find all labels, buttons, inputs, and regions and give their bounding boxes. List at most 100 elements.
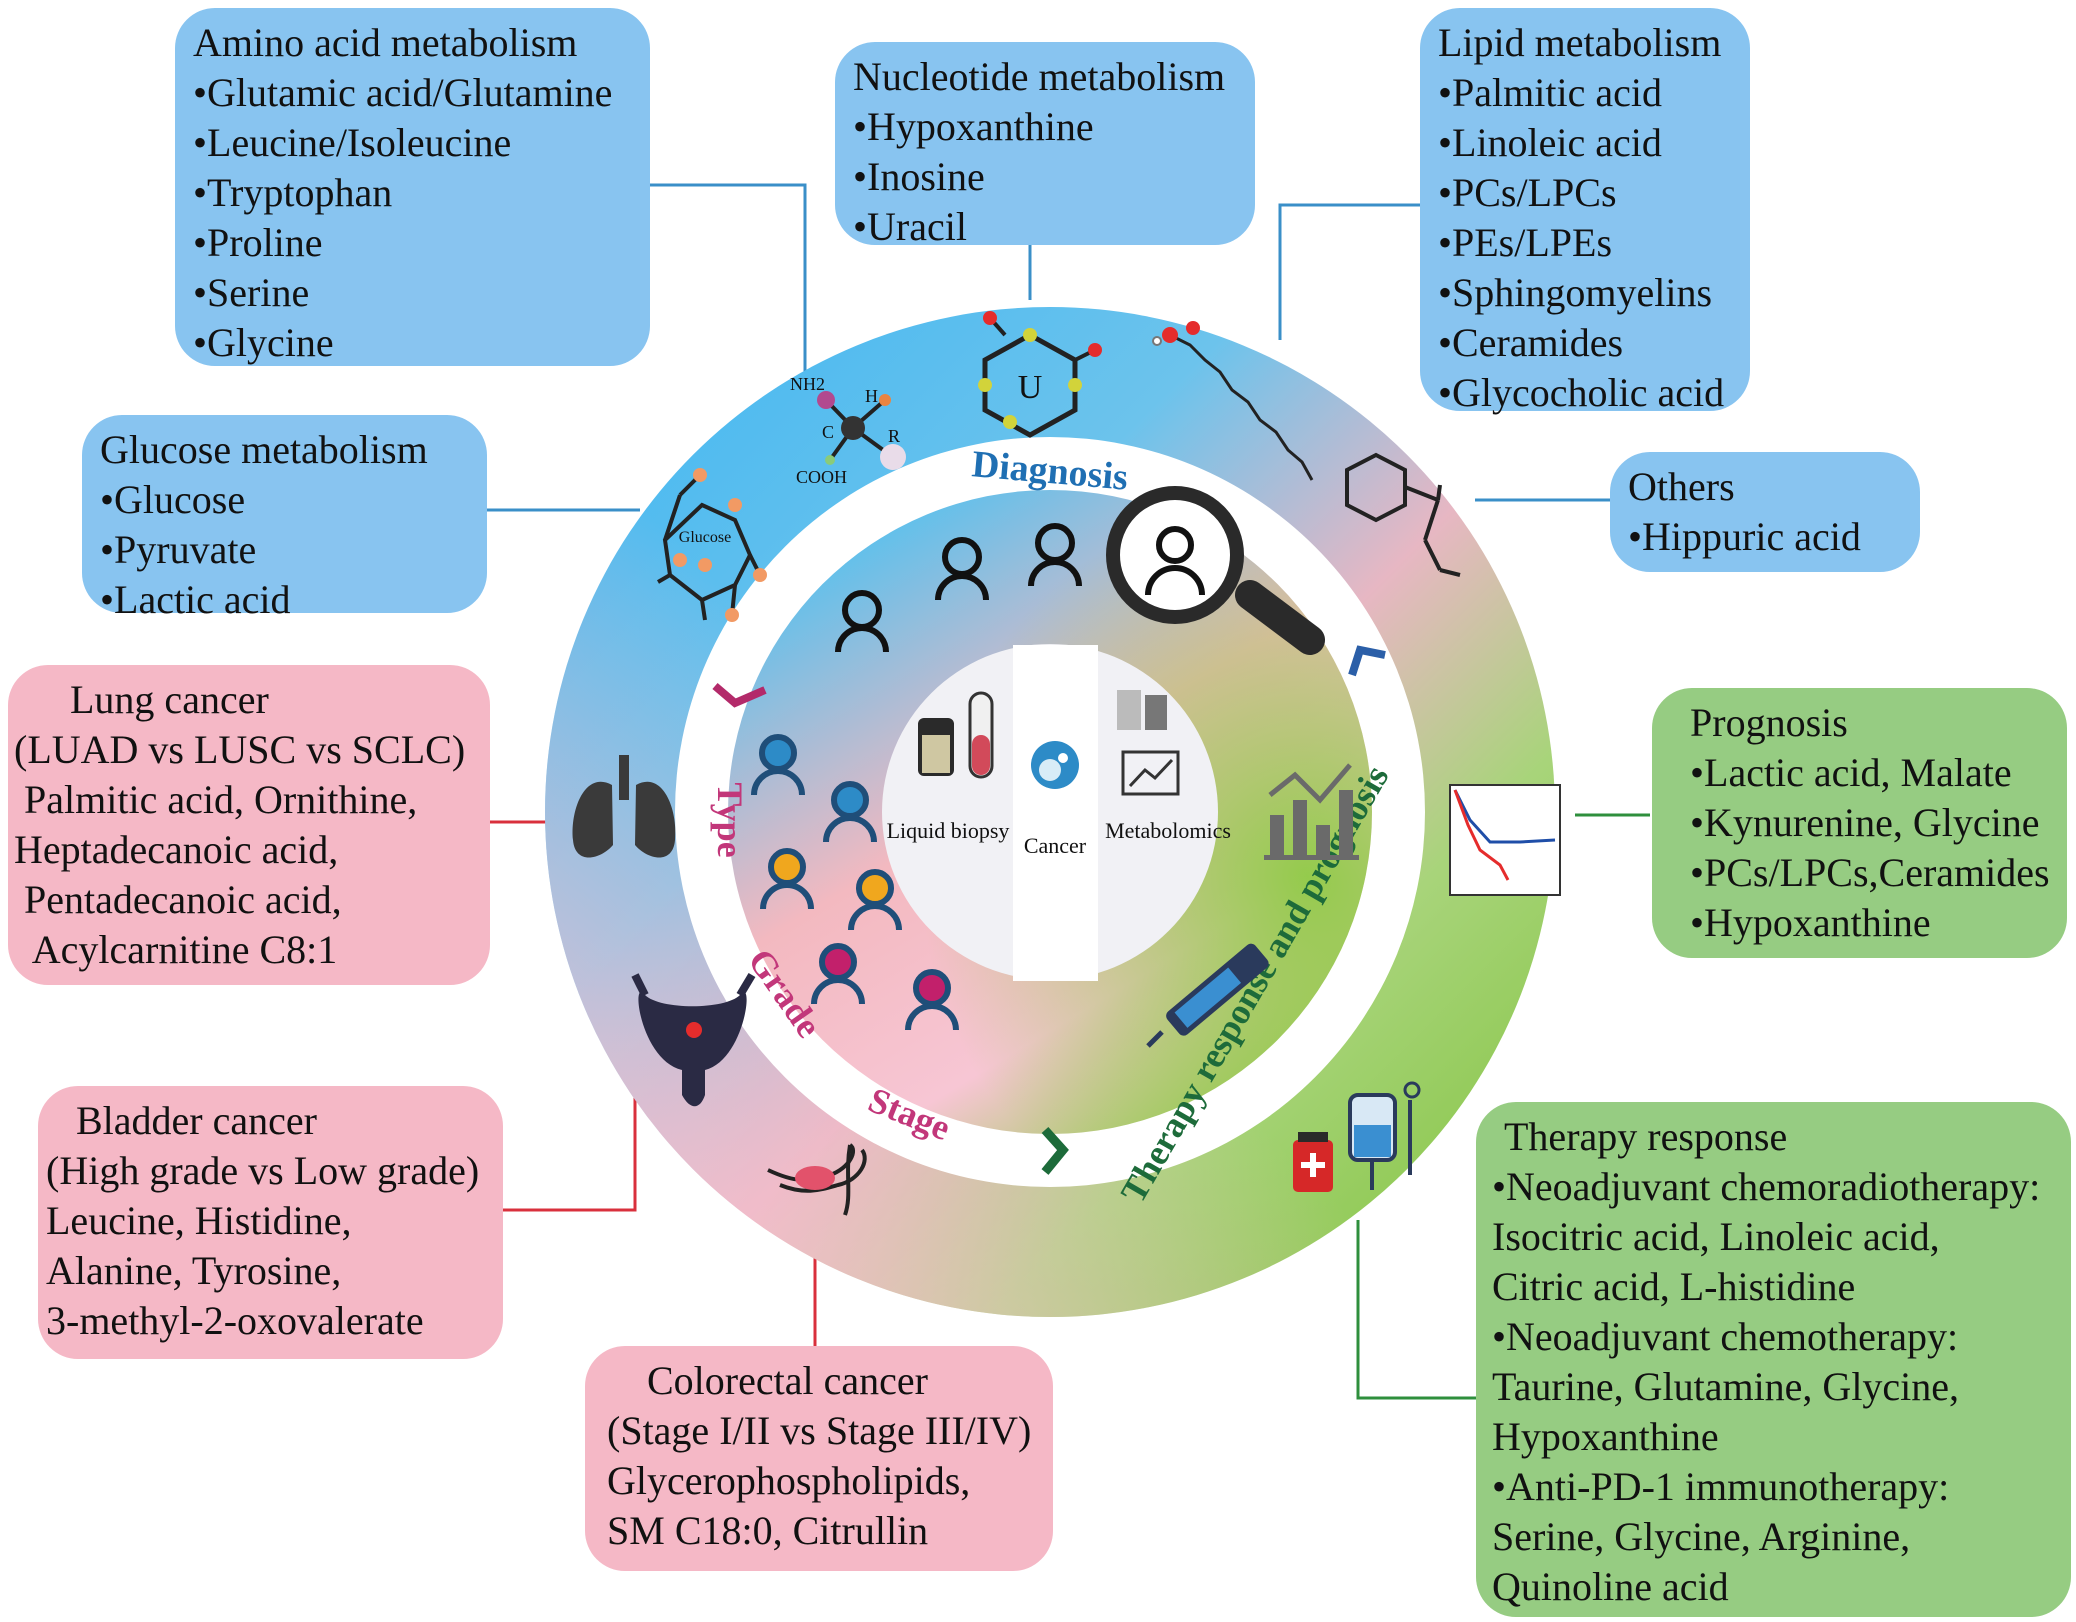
uracil-icon: U: [978, 311, 1102, 438]
svg-text:COOH: COOH: [796, 467, 847, 487]
list-item: •Tryptophan: [193, 170, 393, 215]
person-icon: [760, 848, 814, 910]
connector-lines: [485, 183, 1650, 1400]
list-item: 3-methyl-2-oxovalerate: [46, 1298, 424, 1343]
svg-text:Glucose: Glucose: [679, 529, 731, 546]
metabolomics-label: Metabolomics: [1105, 818, 1231, 843]
center-divider: [1013, 645, 1098, 981]
amino-acid-metabolism-box: Amino acid metabolism •Glutamic acid/Glu…: [175, 8, 650, 366]
list-item: •Inosine: [853, 154, 985, 199]
list-item: •Glucose: [100, 477, 246, 522]
lipid-metabolism-box: Lipid metabolism •Palmitic acid •Linolei…: [1420, 8, 1750, 415]
list-item: Alanine, Tyrosine,: [46, 1248, 342, 1293]
list-item: •Serine: [193, 270, 310, 315]
list-item: Pentadecanoic acid,: [14, 877, 342, 922]
person-icon: [848, 869, 902, 931]
list-item: •Glycocholic acid: [1438, 370, 1725, 415]
colorectal-cancer-box: Colorectal cancer (Stage I/II vs Stage I…: [585, 1346, 1053, 1571]
box-title: Others: [1628, 464, 1735, 509]
colon-icon: [767, 1143, 867, 1216]
person-icon: [935, 537, 989, 601]
sample-tube-icon: [918, 691, 994, 779]
list-item: •Lactic acid, Malate: [1690, 750, 2012, 795]
list-item: •Palmitic acid: [1438, 70, 1662, 115]
list-item: •Lactic acid: [100, 577, 291, 622]
fatty-acid-icon: [1152, 321, 1314, 481]
bar-chart-icon: [1264, 763, 1359, 860]
box-title: Therapy response: [1504, 1114, 1788, 1159]
list-item: Glycerophospholipids,: [607, 1458, 971, 1503]
device-icon: [1117, 690, 1167, 730]
chevron-stage-icon: [1041, 1126, 1069, 1175]
list-item: Palmitic acid, Ornithine,: [14, 777, 418, 822]
list-item: •Glycine: [193, 320, 334, 365]
lung-icon: [572, 755, 676, 858]
list-item: •Anti-PD-1 immunotherapy:: [1492, 1464, 1950, 1509]
person-icon: [823, 781, 877, 843]
hippuric-acid-icon: [1345, 452, 1461, 577]
glucose-metabolism-box: Glucose metabolism •Glucose •Pyruvate •L…: [82, 415, 487, 622]
glucose-icon: Glucose: [656, 468, 767, 622]
box-title: Glucose metabolism: [100, 427, 428, 472]
magnifier-icon: [1106, 486, 1325, 655]
cancer-cell-icon: [1031, 741, 1079, 789]
svg-text:C: C: [822, 422, 834, 442]
person-icon: [835, 590, 889, 653]
nucleotide-metabolism-box: Nucleotide metabolism •Hypoxanthine •Ino…: [835, 42, 1255, 249]
list-item: Hypoxanthine: [1492, 1414, 1719, 1459]
list-item: (High grade vs Low grade): [46, 1148, 480, 1193]
person-icons: [751, 523, 1082, 1031]
box-title: Prognosis: [1690, 700, 1848, 745]
svg-text:R: R: [888, 426, 900, 446]
list-item: •PCs/LPCs: [1438, 170, 1617, 215]
bladder-connector: [503, 1080, 637, 1212]
list-item: •Hypoxanthine: [1690, 900, 1931, 945]
box-title: Nucleotide metabolism: [853, 54, 1226, 99]
list-item: •Sphingomyelins: [1438, 270, 1713, 315]
therapy-response-box: Therapy response •Neoadjuvant chemoradio…: [1476, 1102, 2071, 1617]
list-item: •Uracil: [853, 204, 967, 249]
person-icon: [751, 734, 805, 796]
list-item: •Hippuric acid: [1628, 514, 1861, 559]
box-title: Bladder cancer: [76, 1098, 317, 1143]
box-title: Colorectal cancer: [647, 1358, 928, 1403]
list-item: Acylcarnitine C8:1: [14, 927, 338, 972]
box-title: Lung cancer: [70, 677, 269, 722]
person-icon: [1028, 523, 1082, 587]
prognosis-box: Prognosis •Lactic acid, Malate •Kynureni…: [1652, 688, 2067, 958]
list-item: •PEs/LPEs: [1438, 220, 1613, 265]
chevron-diagnosis-icon: [1348, 645, 1386, 677]
person-icon: [905, 969, 959, 1031]
box-title: Lipid metabolism: [1438, 20, 1722, 65]
bladder-cancer-box: Bladder cancer (High grade vs Low grade)…: [38, 1086, 503, 1359]
amino-connector: [650, 183, 807, 385]
bladder-icon: [631, 972, 756, 1107]
svg-text:U: U: [1018, 369, 1043, 406]
medicine-bottle-icon: [1293, 1132, 1333, 1192]
list-item: •Linoleic acid: [1438, 120, 1662, 165]
list-item: •Neoadjuvant chemotherapy:: [1492, 1314, 1959, 1359]
iv-drip-icon: [1348, 1081, 1421, 1190]
others-box: Others •Hippuric acid: [1610, 452, 1920, 572]
list-item: Serine, Glycine, Arginine,: [1492, 1514, 1911, 1559]
lipid-connector: [1278, 203, 1420, 340]
chevron-type-icon: [712, 682, 767, 708]
list-item: •Neoadjuvant chemoradiotherapy:: [1492, 1164, 2041, 1209]
lung-cancer-box: Lung cancer (LUAD vs LUSC vs SCLC) Palmi…: [8, 665, 490, 985]
list-item: SM C18:0, Citrullin: [607, 1508, 929, 1553]
cancer-label: Cancer: [1024, 833, 1087, 858]
list-item: •Hypoxanthine: [853, 104, 1094, 149]
list-item: •Pyruvate: [100, 527, 257, 572]
list-item: Taurine, Glutamine, Glycine,: [1492, 1364, 1960, 1409]
list-item: •Leucine/Isoleucine: [193, 120, 512, 165]
list-item: Heptadecanoic acid,: [14, 827, 339, 872]
list-item: (Stage I/II vs Stage III/IV): [607, 1408, 1032, 1453]
box-title: Amino acid metabolism: [193, 20, 578, 65]
person-icon: [811, 943, 865, 1005]
list-item: •Proline: [193, 220, 323, 265]
list-item: (LUAD vs LUSC vs SCLC): [14, 727, 466, 772]
syringe-icon: [1146, 943, 1269, 1048]
list-item: Quinoline acid: [1492, 1564, 1729, 1609]
survival-curve-icon: [1449, 784, 1561, 896]
